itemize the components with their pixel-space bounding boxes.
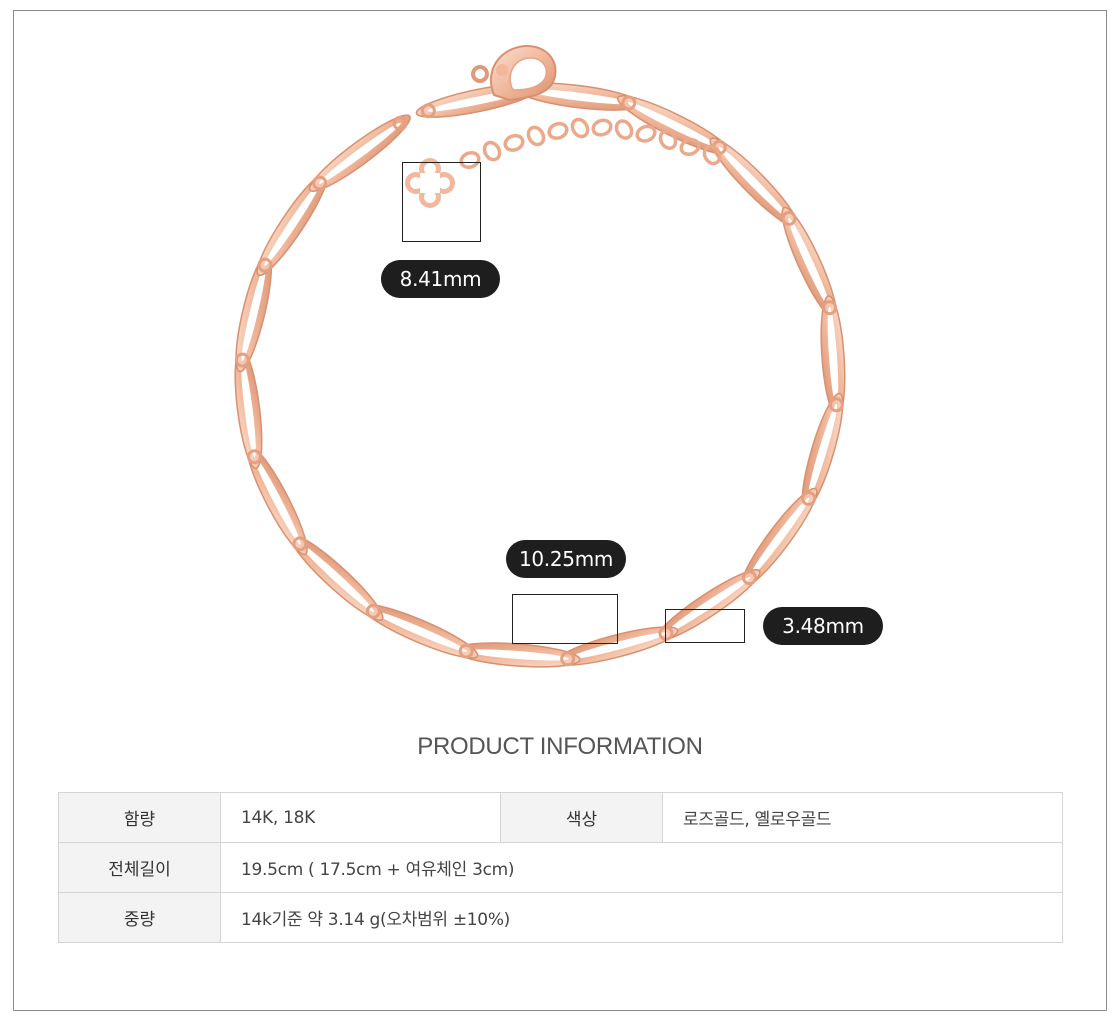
lobster-clasp bbox=[471, 44, 557, 102]
weight-label: 중량 bbox=[58, 892, 221, 943]
jump-ring bbox=[292, 536, 308, 552]
link-width-label: 3.48mm bbox=[763, 607, 883, 645]
chain-link-hole bbox=[253, 455, 301, 545]
chain-link-hole bbox=[807, 403, 838, 500]
jump-ring bbox=[560, 651, 576, 667]
weight-value: 14k기준 약 3.14 g(오차범위 ±10%) bbox=[220, 892, 1063, 943]
length-value: 19.5cm ( 17.5cm + 여유체인 3cm) bbox=[220, 842, 1063, 893]
extender-link bbox=[702, 144, 722, 166]
chain-link-hole bbox=[241, 264, 266, 361]
material-label: 함량 bbox=[58, 792, 221, 843]
jump-ring bbox=[822, 300, 838, 316]
extender-link bbox=[658, 129, 678, 150]
jump-ring bbox=[621, 95, 637, 111]
jump-ring bbox=[801, 490, 817, 506]
product-info-table: 함량 14K, 18K 색상 로즈골드, 옐로우골드 전체길이 19.5cm (… bbox=[58, 792, 1063, 943]
extender-link bbox=[482, 140, 502, 162]
table-row: 함량 14K, 18K 색상 로즈골드, 옐로우골드 bbox=[58, 792, 1063, 843]
jump-ring bbox=[234, 352, 250, 368]
charm-dimension-box bbox=[402, 162, 481, 242]
color-value: 로즈골드, 옐로우골드 bbox=[662, 792, 1063, 843]
chain-link-hole bbox=[318, 122, 401, 184]
extender-link bbox=[679, 137, 701, 157]
clover-charm bbox=[405, 158, 455, 208]
chain-link-hole bbox=[748, 497, 810, 579]
table-row: 중량 14k기준 약 3.14 g(오차범위 ±10%) bbox=[58, 892, 1063, 943]
jump-ring bbox=[458, 643, 474, 659]
color-label: 색상 bbox=[500, 792, 663, 843]
jump-ring bbox=[741, 570, 757, 586]
jump-ring bbox=[781, 210, 797, 226]
chain-link-hole bbox=[241, 359, 256, 458]
extender-link bbox=[635, 124, 657, 143]
extender-link bbox=[459, 150, 481, 170]
jump-ring bbox=[365, 603, 381, 619]
extender-link bbox=[503, 133, 525, 152]
chain-link-hole bbox=[788, 217, 831, 309]
chain-link-hole bbox=[566, 632, 667, 660]
bracelet-image bbox=[234, 44, 846, 668]
chain-link-hole bbox=[527, 89, 630, 105]
chain-link-hole bbox=[827, 306, 839, 406]
table-row: 전체길이 19.5cm ( 17.5cm + 여유체인 3cm) bbox=[58, 842, 1063, 893]
chain-link-hole bbox=[264, 182, 321, 266]
jump-ring bbox=[312, 175, 328, 191]
extender-link bbox=[570, 117, 590, 139]
length-label: 전체길이 bbox=[58, 842, 221, 893]
chain-link-hole bbox=[465, 649, 569, 661]
jump-ring bbox=[247, 449, 263, 465]
extender-link bbox=[547, 121, 569, 140]
chain-link-hole bbox=[627, 102, 721, 149]
chain-link-hole bbox=[718, 146, 790, 220]
jump-ring bbox=[828, 397, 844, 413]
jump-ring bbox=[420, 103, 436, 119]
link-width-box bbox=[665, 609, 745, 643]
jump-ring bbox=[392, 115, 408, 131]
jump-ring bbox=[257, 257, 273, 273]
link-length-label: 10.25mm bbox=[506, 540, 626, 578]
extender-link bbox=[591, 118, 613, 137]
chain-link-hole bbox=[299, 543, 375, 612]
extender-link bbox=[614, 119, 634, 140]
bracelet-chain bbox=[234, 82, 846, 668]
chain-link-hole bbox=[372, 610, 468, 652]
extender-chain bbox=[459, 117, 722, 170]
extender-link bbox=[526, 125, 546, 147]
section-title: PRODUCT INFORMATION bbox=[417, 733, 703, 760]
charm-dimension-label: 8.41mm bbox=[381, 260, 500, 298]
link-length-box bbox=[512, 594, 618, 644]
chain-link-hole bbox=[665, 577, 751, 634]
material-value: 14K, 18K bbox=[220, 792, 501, 843]
